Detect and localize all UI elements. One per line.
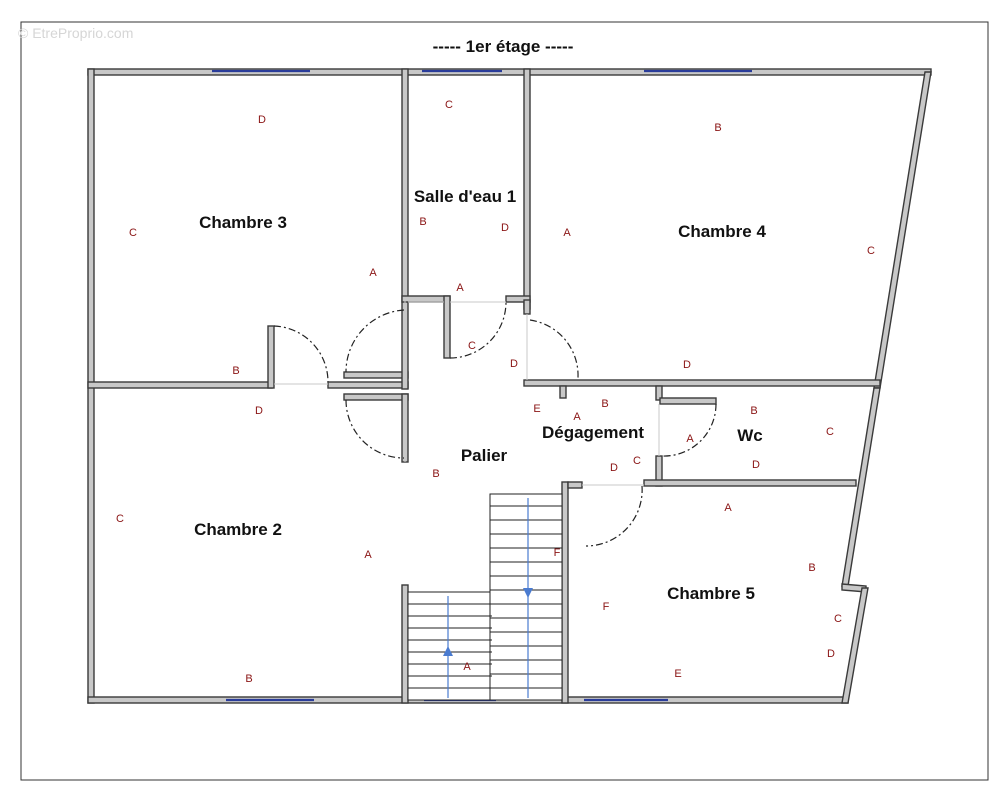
mark-c3-bottom: B (232, 365, 239, 377)
wall-wc-left-top (655, 385, 663, 401)
door-chambre3-palier (345, 309, 405, 373)
door-swings (273, 301, 717, 547)
mark-wc-b: B (750, 405, 757, 417)
door-thresholds (274, 300, 660, 486)
mark-c3-left: C (129, 227, 137, 239)
mark-se-right: D (501, 222, 509, 234)
mark-c4-top: B (714, 122, 721, 134)
interior-walls (87, 68, 881, 704)
mark-c5-c: C (834, 613, 842, 625)
door-wc (661, 403, 717, 457)
room-wc: Wc (737, 426, 763, 445)
mark-pal-d: D (510, 358, 518, 370)
mark-c5-a: A (724, 502, 732, 514)
mark-c5-e: E (674, 668, 681, 680)
wall-c3-c2-left (87, 381, 273, 389)
wall-c3-c2-right (327, 381, 409, 389)
mark-c3-right: A (369, 267, 377, 279)
wall-c3-doorjamb (267, 325, 275, 389)
mark-deg-c: C (633, 455, 641, 467)
mark-c2-left: C (116, 513, 124, 525)
watermark: © EtreProprio.com (18, 25, 133, 41)
windows (212, 69, 752, 702)
mark-stair-f: F (554, 547, 561, 559)
door-chambre5 (585, 485, 643, 547)
mark-c2-top: D (255, 405, 263, 417)
room-salle-eau: Salle d'eau 1 (414, 187, 516, 206)
mark-stair-a: A (463, 661, 471, 673)
mark-wc-c: C (826, 426, 834, 438)
wall-c2-right-bottom (401, 584, 409, 704)
floor-title: ----- 1er étage ----- (433, 37, 574, 56)
wall-salle-eau-bottom-left (401, 295, 451, 303)
mark-c2-right: A (364, 549, 372, 561)
door-chambre4 (529, 319, 579, 379)
wall-c3-door-header (343, 371, 409, 379)
mark-se-bottom: A (456, 282, 464, 294)
room-degagement: Dégagement (542, 423, 644, 442)
mark-pal-b: B (432, 468, 439, 480)
wall-c3-right (401, 68, 409, 390)
door-salle-eau (449, 301, 507, 359)
wall-right-mid (841, 387, 881, 587)
room-chambre4: Chambre 4 (678, 222, 766, 241)
mark-c4-bottom: D (683, 359, 691, 371)
mark-c5-b: B (808, 562, 815, 574)
wall-salle-eau-bottom-right (505, 295, 531, 303)
wall-right-upper (873, 71, 932, 389)
mark-deg-d: D (610, 462, 618, 474)
wall-salle-eau-doorjamb (443, 295, 451, 359)
staircase (407, 493, 563, 701)
mark-deg-a: A (573, 411, 581, 423)
mark-wc-d: D (752, 459, 760, 471)
wall-c5-left (561, 481, 569, 704)
wall-wc-door-header (659, 397, 717, 405)
wall-c2-door-header (343, 393, 409, 401)
mark-pal-c: C (468, 340, 476, 352)
mark-c4-left: A (563, 227, 571, 239)
room-chambre5: Chambre 5 (667, 584, 755, 603)
mark-deg-e: E (533, 403, 540, 415)
room-chambre2: Chambre 2 (194, 520, 282, 539)
mark-se-left: B (419, 216, 426, 228)
stair-up-arrow-icon (443, 646, 453, 656)
wall-c4-bottom (523, 379, 881, 387)
room-chambre3: Chambre 3 (199, 213, 287, 232)
mark-deg-b: B (601, 398, 608, 410)
mark-c2-bottom: B (245, 673, 252, 685)
wall-deg-stub (559, 385, 567, 399)
room-labels: Chambre 3 Salle d'eau 1 Chambre 4 Chambr… (194, 187, 766, 603)
wall-c5-top-stub (567, 481, 583, 489)
wall-wc-bottom (643, 479, 857, 487)
stair-flight-down (489, 493, 563, 701)
door-chambre2 (345, 399, 405, 459)
mark-c5-d: D (827, 648, 835, 660)
wall-right-lower (841, 587, 869, 704)
wall-salle-eau-right (523, 68, 531, 310)
door-chambre3 (273, 325, 329, 383)
mark-se-top: C (445, 99, 453, 111)
mark-c5-f: F (603, 601, 610, 613)
stair-down-arrow-icon (523, 588, 533, 598)
image-frame (20, 21, 989, 781)
room-palier: Palier (461, 446, 508, 465)
mark-c4-right: C (867, 245, 875, 257)
wall-c4-left-bottom (523, 299, 531, 315)
wall-marks: D C A B C B D A B A C D C D B D C A B E … (116, 99, 875, 685)
stair-flight-up (407, 591, 493, 701)
mark-wc-a: A (686, 433, 694, 445)
mark-c3-top: D (258, 114, 266, 126)
